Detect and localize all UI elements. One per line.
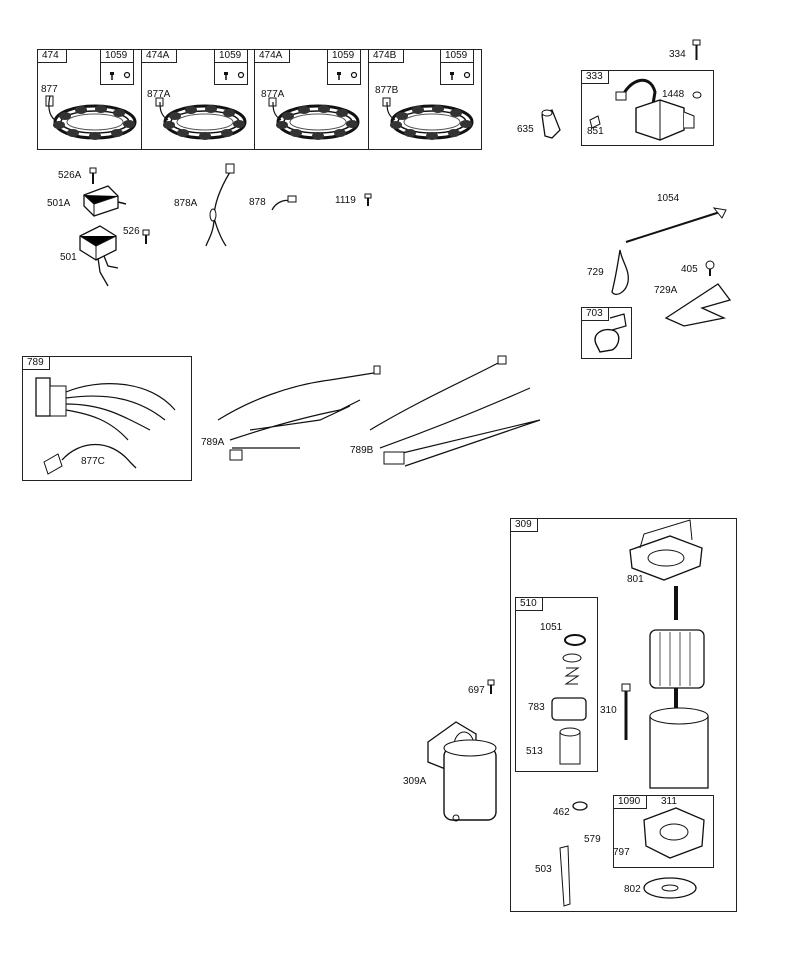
kit-tag-1059-4: 1059 (440, 49, 474, 63)
end-cap-802 (643, 877, 697, 899)
callout-877b: 877B (375, 85, 399, 96)
callout-877a-1: 877A (147, 89, 171, 100)
stator-assembly-474b (382, 97, 474, 142)
stator-divider-3 (368, 49, 369, 150)
stator-divider-1 (141, 49, 142, 150)
callout-1448: 1448 (662, 89, 685, 100)
kit-tag-474a-2: 474A (254, 49, 290, 63)
drive-kit-panel-510 (515, 597, 598, 772)
callout-1054: 1054 (657, 193, 680, 204)
wire-878a (205, 163, 235, 247)
callout-877a-2: 877A (261, 89, 285, 100)
starter-309a (427, 679, 497, 822)
callout-783: 783 (528, 702, 545, 713)
terminal-878 (271, 195, 297, 211)
kit-tag-474a-1: 474A (141, 49, 177, 63)
callout-789a: 789A (201, 437, 225, 448)
callout-802: 802 (624, 884, 641, 895)
callout-697: 697 (468, 685, 485, 696)
spark-plug-boot-635 (541, 109, 561, 139)
callout-501: 501 (60, 252, 77, 263)
kit-tag-1059-1: 1059 (100, 49, 134, 63)
kit-tag-474: 474 (37, 49, 67, 63)
armature (649, 586, 705, 708)
clip-503 (559, 845, 571, 907)
callout-405: 405 (681, 264, 698, 275)
callout-789b: 789B (350, 445, 374, 456)
stator-assembly-474a-2 (268, 97, 360, 142)
clip-729 (611, 249, 629, 296)
kit-tag-1059-2: 1059 (214, 49, 248, 63)
callout-878a: 878A (174, 198, 198, 209)
screw-405 (705, 260, 715, 276)
callout-877: 877 (41, 84, 58, 95)
callout-462: 462 (553, 807, 570, 818)
clamp-703 (594, 313, 627, 353)
callout-729: 729 (587, 267, 604, 278)
callout-309a: 309A (403, 776, 427, 787)
callout-310: 310 (600, 705, 617, 716)
bolt-310 (621, 683, 631, 740)
drive-end-cap-801 (629, 519, 703, 581)
callout-797: 797 (613, 847, 630, 858)
kit-tag-703: 703 (581, 307, 609, 321)
kit-tag-474b: 474B (368, 49, 404, 63)
harness-789 (35, 377, 176, 475)
shield-729a (664, 283, 732, 327)
callout-729a: 729A (654, 285, 678, 296)
callout-1051: 1051 (540, 622, 563, 633)
screw-334 (692, 39, 701, 60)
screw-1119 (364, 193, 372, 206)
callout-851: 851 (587, 126, 604, 137)
kit-tag-1059-3: 1059 (327, 49, 361, 63)
kit-tag-309: 309 (510, 518, 538, 532)
callout-579: 579 (584, 834, 601, 845)
kit-tag-1090: 1090 (613, 795, 647, 809)
starter-kit-panel-309 (510, 518, 737, 912)
callout-334: 334 (669, 49, 686, 60)
callout-501a: 501A (47, 198, 71, 209)
callout-878: 878 (249, 197, 266, 208)
washer-462 (572, 801, 588, 811)
kit-tag-333: 333 (581, 70, 609, 84)
harness-kit-panel-789 (22, 356, 192, 481)
callout-1119: 1119 (335, 195, 356, 206)
kit-tag-510: 510 (515, 597, 543, 611)
callout-801: 801 (627, 574, 644, 585)
callout-503: 503 (535, 864, 552, 875)
brush-plate-311 (643, 807, 705, 859)
regulator-501 (79, 225, 150, 287)
callout-311: 311 (661, 796, 677, 807)
ignition-coil-drawing (589, 78, 702, 141)
cable-tie-1054 (625, 207, 727, 243)
callout-513: 513 (526, 746, 543, 757)
coil-kit-panel-333 (581, 70, 714, 146)
callout-526a: 526A (58, 170, 82, 181)
callout-877c: 877C (81, 456, 105, 467)
stator-assembly-474a-1 (155, 97, 247, 142)
housing (649, 707, 709, 789)
kit-tag-789: 789 (22, 356, 50, 370)
harness-789a (217, 365, 381, 461)
stator-assembly-474 (45, 95, 137, 142)
stator-divider-2 (254, 49, 255, 150)
regulator-501a (83, 167, 127, 217)
drive-kit-parts (551, 634, 587, 765)
callout-526: 526 (123, 226, 140, 237)
brush-kit-panel-1090 (613, 795, 714, 868)
harness-789b (369, 355, 541, 467)
callout-635: 635 (517, 124, 534, 135)
